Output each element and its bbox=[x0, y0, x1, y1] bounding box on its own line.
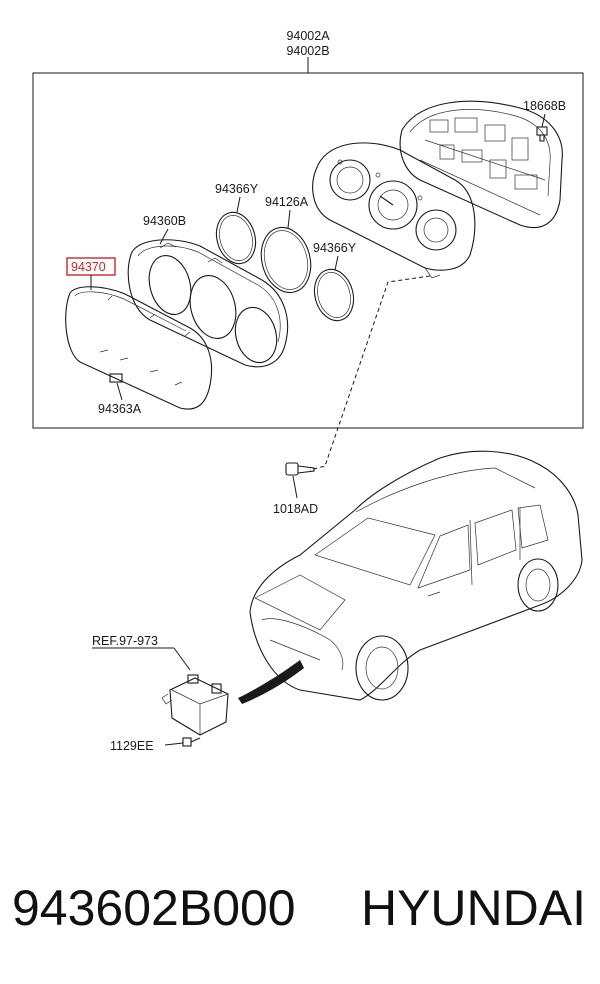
footer: 943602B000 HYUNDAI bbox=[0, 878, 600, 948]
rear-cluster-case bbox=[399, 100, 563, 229]
vehicle-suv bbox=[249, 450, 583, 701]
clip-94363a bbox=[109, 373, 123, 383]
ring-lower-leader bbox=[334, 255, 339, 271]
screw-1129ee bbox=[182, 737, 201, 747]
trim-ring-lower bbox=[313, 268, 355, 322]
trim-ring-center bbox=[260, 226, 312, 294]
housing-leader bbox=[159, 228, 169, 245]
module-screw-leader bbox=[164, 742, 184, 746]
gauge-face-board bbox=[312, 142, 476, 279]
ring-center-leader bbox=[287, 209, 291, 229]
callout-94126a: 94126A bbox=[265, 195, 309, 209]
clip-leader bbox=[116, 382, 123, 401]
callout-94002b: 94002B bbox=[286, 44, 329, 58]
screw-leader bbox=[541, 113, 546, 128]
screw-18668b bbox=[536, 126, 548, 142]
callout-1018ad: 1018AD bbox=[273, 502, 318, 516]
control-module bbox=[161, 674, 229, 736]
callout-94366y-lower: 94366Y bbox=[313, 241, 357, 255]
callout-94002a: 94002A bbox=[286, 29, 330, 43]
cluster-lens-94370 bbox=[65, 286, 213, 410]
ref-leader bbox=[173, 647, 191, 671]
callout-94366y-upper: 94366Y bbox=[215, 182, 259, 196]
callout-94363a: 94363A bbox=[98, 402, 142, 416]
brand-name: HYUNDAI bbox=[360, 880, 586, 936]
bolt-leader bbox=[292, 475, 298, 499]
ring-upper-leader bbox=[236, 196, 241, 213]
callout-ref-97-973: REF.97-973 bbox=[92, 634, 158, 648]
callout-1129ee: 1129EE bbox=[110, 739, 154, 753]
callout-94360b: 94360B bbox=[143, 214, 186, 228]
dashed-leader bbox=[309, 275, 431, 471]
part-number: 943602B000 bbox=[12, 880, 296, 936]
location-arrow bbox=[238, 660, 304, 704]
bolt-1018ad bbox=[285, 462, 315, 476]
callout-94370: 94370 bbox=[71, 260, 106, 274]
callout-18668b: 18668B bbox=[523, 99, 566, 113]
trim-ring-upper bbox=[215, 211, 257, 265]
cluster-housing-94360b bbox=[127, 239, 289, 368]
